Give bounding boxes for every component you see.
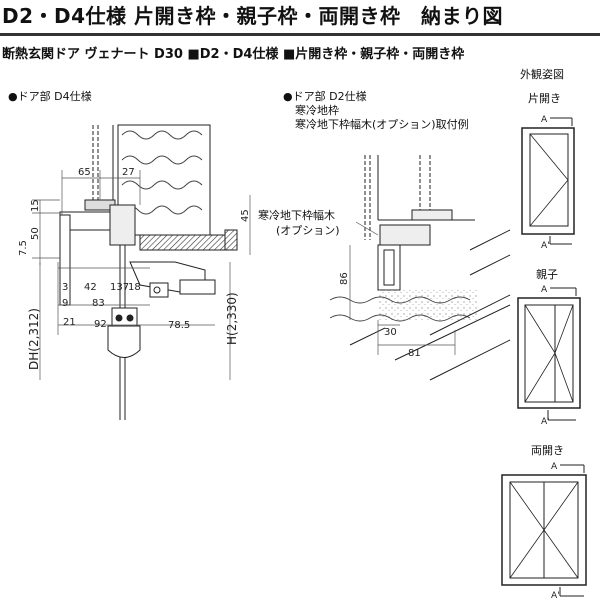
marker-a-prime-parent: A': [541, 417, 550, 427]
dim-78-5: 78.5: [168, 320, 190, 331]
dim-137: 137: [110, 282, 129, 293]
callout-label-1: 寒冷地下枠幅木: [258, 209, 335, 222]
dim-3: 3: [62, 282, 68, 293]
mid-dimension-labels: 86 30 81: [339, 272, 421, 359]
page-title: D2・D4仕様 片開き枠・親子枠・両開き枠 納まり図: [2, 4, 503, 28]
dim-83: 83: [92, 298, 105, 309]
dim-21: 21: [63, 317, 76, 328]
dh-label: DH(2,312): [27, 308, 41, 370]
dim-15: 15: [30, 199, 41, 212]
elevation-single: [521, 117, 575, 245]
left-section-label: ●ドア部 D4仕様: [8, 90, 92, 103]
mid-note-2: 寒冷地下枠幅木(オプション)取付例: [295, 118, 469, 131]
dim-65: 65: [78, 167, 91, 178]
marker-a-prime-single: A': [541, 241, 550, 251]
dim-86: 86: [339, 272, 350, 285]
callout-label-2: (オプション): [276, 224, 340, 237]
title-rule: [0, 33, 600, 36]
dim-7-5: 7.5: [18, 240, 29, 256]
dim-45: 45: [240, 209, 251, 222]
dim-9: 9: [62, 298, 68, 309]
mid-note-1: 寒冷地枠: [295, 104, 339, 117]
h-label: H(2,330): [225, 292, 239, 345]
dim-42: 42: [84, 282, 97, 293]
elevation-label-double: 両開き: [531, 444, 564, 457]
mid-section-drawing: [329, 155, 511, 381]
marker-a-double: A: [551, 462, 558, 472]
mid-section-label: ●ドア部 D2仕様: [283, 90, 367, 103]
elevation-section-markers: A A' A A' A A': [541, 115, 560, 600]
elevation-parent-child: [517, 287, 581, 421]
elevation-label-single: 片開き: [528, 92, 561, 105]
page-subtitle: 断熱玄関ドア ヴェナート D30 ■D2・D4仕様 ■片開き枠・親子枠・両開き枠: [2, 47, 465, 62]
dim-92: 92: [94, 319, 107, 330]
left-dimension-labels: 65 27 15 50 7.5 45 3 42 137 18 9 83 21 9…: [18, 167, 251, 370]
external-view-label: 外観姿図: [520, 68, 564, 81]
dim-50: 50: [30, 227, 41, 240]
dim-81: 81: [408, 348, 421, 359]
marker-a-single: A: [541, 115, 548, 125]
dim-27: 27: [122, 167, 135, 178]
left-section-drawing: [32, 124, 251, 420]
marker-a-prime-double: A': [551, 591, 560, 600]
elevation-label-parent-child: 親子: [536, 268, 558, 281]
dim-30: 30: [384, 327, 397, 338]
dim-18: 18: [128, 282, 141, 293]
marker-a-parent: A: [541, 285, 548, 295]
elevation-double: [501, 464, 587, 597]
